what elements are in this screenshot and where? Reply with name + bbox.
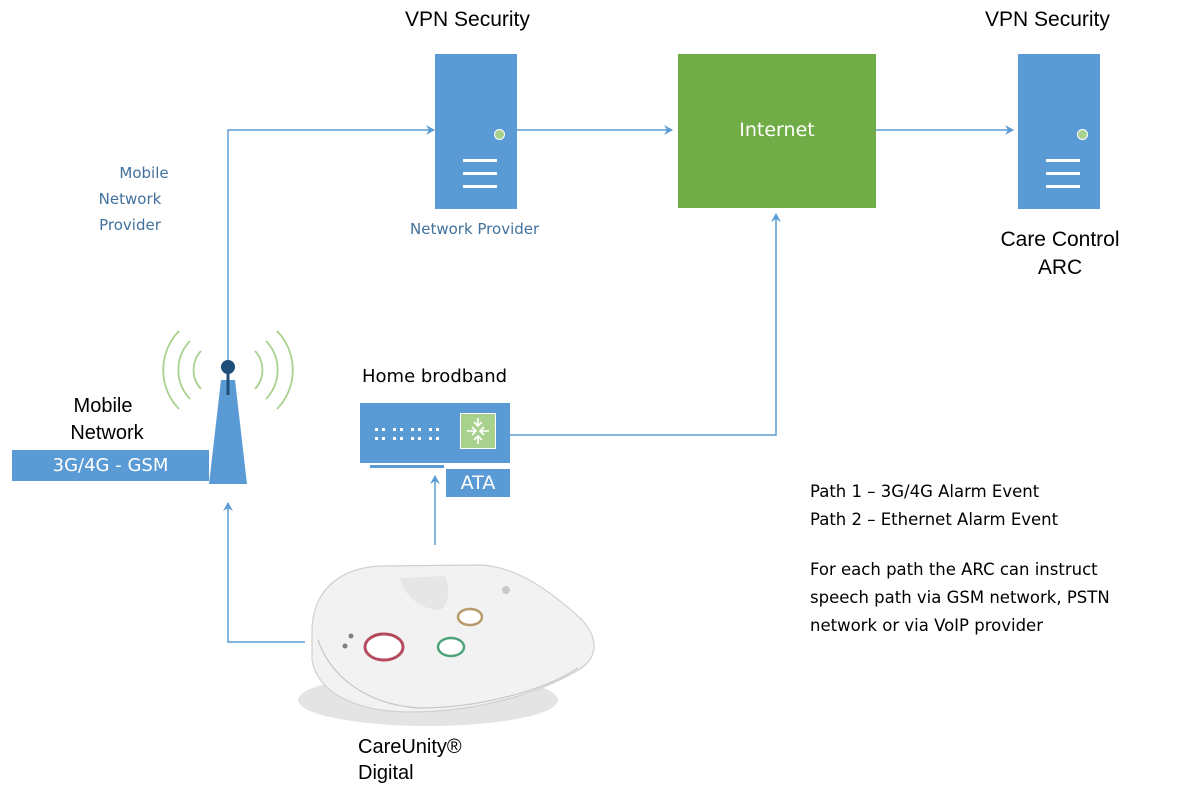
mobile-provider-label-1: Mobile: [119, 164, 169, 182]
mobile-network-label-2: Network: [70, 422, 144, 444]
ata-label: ATA: [446, 469, 510, 497]
care-control-label-1: Care Control: [1000, 228, 1120, 251]
router-base: [370, 465, 444, 468]
device-label-2: Digital: [358, 762, 414, 784]
switch-arrows-icon: [460, 413, 496, 449]
vpn-security-label-right: VPN Security: [985, 8, 1110, 31]
device-label-1: CareUnity®: [358, 736, 462, 758]
link-router-to-internet: [510, 213, 781, 436]
network-provider-label: Network Provider: [410, 220, 540, 238]
speech-path-note-2: speech path via GSM network, PSTN: [810, 588, 1110, 607]
mobile-network-label-1: Mobile: [73, 395, 133, 417]
speech-path-note-1: For each path the ARC can instruct: [810, 560, 1098, 579]
gsm-band-label: 3G/4G - GSM: [12, 450, 209, 481]
path-2-note: Path 2 – Ethernet Alarm Event: [810, 510, 1059, 529]
path-1-note: Path 1 – 3G/4G Alarm Event: [810, 482, 1040, 501]
link-device-to-tower: [223, 502, 305, 643]
internet-label: Internet: [739, 119, 815, 141]
mobile-provider-label-3: Provider: [99, 216, 161, 234]
mobile-provider-label-2: Network: [98, 190, 162, 208]
care-control-label-2: ARC: [1037, 256, 1083, 279]
vpn-security-label-left: VPN Security: [405, 8, 530, 31]
cell-tower-icon: [162, 330, 294, 484]
alarm-device-icon: [298, 564, 595, 726]
path-notes: Path 1 – 3G/4G Alarm Event Path 2 – Ethe…: [810, 478, 1110, 640]
link-tower-to-provider: [227, 125, 435, 366]
speech-path-note-3: network or via VoIP provider: [810, 616, 1043, 635]
internet-node: Internet: [678, 54, 876, 208]
arc-server-icon: [1018, 54, 1100, 209]
home-broadband-label: Home brodband: [362, 366, 508, 387]
router-icon: [360, 403, 510, 463]
network-provider-server-icon: [435, 54, 517, 209]
